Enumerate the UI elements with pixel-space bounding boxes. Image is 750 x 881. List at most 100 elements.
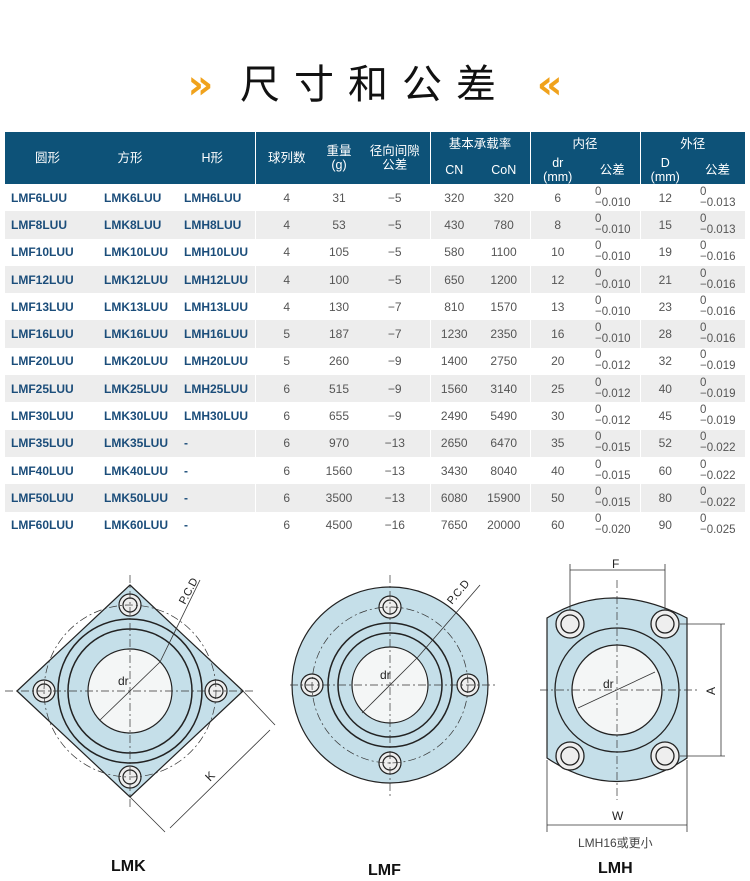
outer-tolerance: 0−0.022 — [700, 458, 736, 482]
outer-tolerance: 0−0.022 — [690, 429, 745, 457]
cn: 2650 — [429, 429, 478, 457]
header-inner-tol: 公差 — [585, 156, 640, 184]
con: 2750 — [490, 354, 518, 369]
ball-rows: 4 — [254, 184, 318, 212]
inner-dr: 12 — [529, 265, 585, 294]
inner-dr: 20 — [529, 347, 585, 376]
ball-rows: 4 — [254, 265, 318, 294]
svg-text:dr: dr — [380, 668, 391, 682]
outer-d: 23 — [639, 293, 690, 321]
outer-tolerance: 0−0.013 — [690, 211, 745, 239]
lmh-diagram: F A W dr LMH16或更小 — [540, 557, 725, 850]
outer-d: 52 — [639, 429, 690, 457]
outer-d: 32 — [639, 347, 690, 376]
svg-text:K: K — [202, 769, 218, 785]
outer-d: 45 — [639, 402, 690, 430]
inner-tolerance: 0−0.012 — [595, 349, 631, 373]
weight: 53 — [318, 211, 360, 239]
model-h: LMH8LUU — [170, 211, 255, 239]
cn: 3430 — [429, 456, 478, 485]
con: 1200 — [478, 265, 530, 294]
model-round: LMF10LUU — [11, 245, 74, 260]
svg-text:dr: dr — [118, 674, 129, 688]
cn: 6080 — [429, 484, 478, 512]
clearance: −16 — [384, 518, 405, 533]
model-round: LMF20LUU — [11, 354, 74, 369]
clearance: −9 — [360, 375, 430, 403]
outer-tolerance: 0−0.019 — [700, 349, 736, 373]
model-h: - — [184, 518, 188, 533]
model-h: - — [184, 463, 188, 478]
header-con: CoN — [478, 156, 530, 184]
clearance: −5 — [360, 211, 430, 239]
outer-tolerance: 0−0.019 — [700, 404, 736, 428]
con: 3140 — [478, 375, 530, 403]
model-square: LMK35LUU — [90, 429, 170, 457]
header-clearance: 径向间隙公差 — [360, 132, 430, 184]
weight: 105 — [328, 245, 350, 260]
weight: 3500 — [318, 484, 360, 512]
inner-dr: 35 — [529, 429, 585, 457]
inner-tolerance: 0−0.010 — [595, 240, 631, 264]
title-text: 尺寸和公差 — [240, 62, 510, 108]
outer-d: 21 — [639, 265, 690, 294]
model-square: LMK8LUU — [90, 211, 170, 239]
model-h: LMH25LUU — [170, 375, 255, 403]
svg-text:P.C.D: P.C.D — [445, 578, 472, 607]
ball-rows: 4 — [254, 293, 318, 321]
inner-dr: 50 — [529, 484, 585, 512]
model-square: LMK12LUU — [90, 265, 170, 294]
weight: 260 — [328, 354, 350, 369]
inner-tolerance: 0−0.010 — [595, 185, 631, 209]
header-inner: 内径 — [529, 132, 640, 156]
inner-tolerance: 0−0.010 — [585, 320, 640, 348]
model-h: LMH12LUU — [170, 265, 255, 294]
header-cn: CN — [429, 156, 478, 184]
model-h: - — [170, 429, 255, 457]
ball-rows: 6 — [254, 402, 318, 430]
clearance: −9 — [387, 354, 402, 369]
con: 780 — [478, 211, 530, 239]
inner-dr: 6 — [529, 184, 585, 212]
weight: 655 — [328, 409, 350, 424]
chevron-left-deco: « — [536, 62, 563, 108]
model-h: LMH10LUU — [184, 245, 249, 260]
outer-tolerance: 0−0.019 — [690, 375, 745, 403]
model-h: - — [170, 484, 255, 512]
cn: 1560 — [429, 375, 478, 403]
inner-dr: 25 — [529, 375, 585, 403]
header-outer-tol: 公差 — [690, 156, 745, 184]
ball-rows: 6 — [254, 456, 318, 485]
clearance: −5 — [360, 265, 430, 294]
lmk-diagram: dr P.C.D K — [5, 575, 276, 833]
svg-text:A: A — [704, 687, 718, 695]
header-outer: 外径 — [639, 132, 745, 156]
weight: 4500 — [325, 518, 353, 533]
inner-tolerance: 0−0.020 — [595, 513, 631, 537]
cn: 810 — [429, 293, 478, 321]
model-round: LMF40LUU — [11, 463, 74, 478]
header-square: 方形 — [90, 132, 170, 184]
inner-tolerance: 0−0.012 — [595, 404, 631, 428]
con: 8040 — [490, 463, 518, 478]
outer-d: 60 — [639, 456, 690, 485]
outer-tolerance: 0−0.016 — [700, 294, 736, 318]
ball-rows: 4 — [254, 238, 318, 266]
model-h: LMH30LUU — [184, 409, 249, 424]
page-title: » 尺寸和公差 « — [0, 52, 750, 110]
outer-tolerance: 0−0.022 — [690, 484, 745, 512]
con: 1570 — [490, 299, 518, 314]
con: 2350 — [478, 320, 530, 348]
svg-text:LMH16或更小: LMH16或更小 — [578, 836, 653, 850]
inner-tolerance: 0−0.015 — [585, 484, 640, 512]
header-d: D(mm) — [639, 156, 690, 184]
